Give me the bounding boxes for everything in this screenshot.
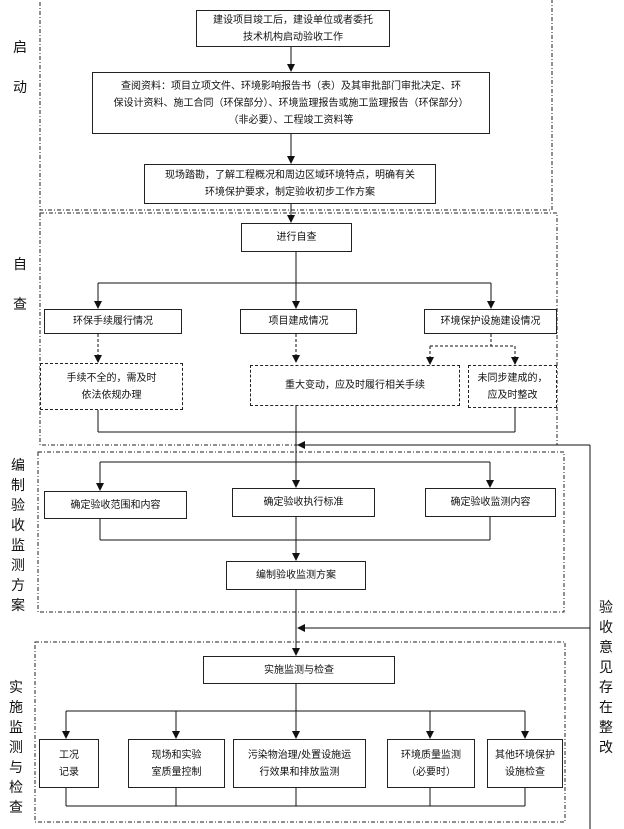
- node-incomplete-procedures: 手续不全的，需及时 依法依规办理: [40, 363, 183, 410]
- node-working-record: 工况 记录: [39, 739, 99, 788]
- stage-frame-implement: [34, 641, 566, 823]
- stage-label-implement: 实 施 监 测 与 检 查: [9, 680, 23, 816]
- node-pollution-monitoring: 污染物治理/处置设施运 行效果和排放监测: [233, 739, 366, 788]
- node-implement-monitoring: 实施监测与检查: [203, 656, 395, 684]
- stage-frame-start: [39, 0, 553, 211]
- node-other-facility-check: 其他环境保护 设施检查: [487, 739, 563, 788]
- stage-frame-self-check: [39, 212, 558, 446]
- node-env-procedures: 环保手续履行情况: [44, 309, 182, 334]
- node-compile-plan: 编制验收监测方案: [226, 561, 366, 590]
- node-determine-standards: 确定验收执行标准: [232, 488, 375, 517]
- node-self-check: 进行自查: [241, 223, 352, 252]
- node-project-completion: 项目建成情况: [240, 309, 357, 334]
- node-env-facility-construction: 环境保护设施建设情况: [424, 309, 557, 334]
- node-major-change: 重大变动，应及时履行相关手续: [250, 365, 460, 406]
- node-review-documents: 查阅资料：项目立项文件、环境影响报告书（表）及其审批部门审批决定、环 保设计资料…: [92, 72, 490, 134]
- node-not-synchronized: 未同步建成的， 应及时整改: [468, 365, 557, 408]
- node-start-acceptance: 建设项目竣工后，建设单位或者委托 技术机构启动验收工作: [196, 10, 390, 47]
- node-quality-control: 现场和实验 室质量控制: [128, 739, 225, 788]
- feedback-label: 验 收 意 见 存 在 整 改: [599, 600, 613, 756]
- node-determine-scope: 确定验收范围和内容: [44, 491, 187, 519]
- stage-frame-plan: [37, 451, 565, 613]
- node-env-quality-monitoring: 环境质量监测 （必要时）: [387, 739, 475, 788]
- stage-label-self-check: 自 查: [13, 257, 27, 313]
- stage-label-plan: 编 制 验 收 监 测 方 案: [11, 458, 25, 614]
- node-determine-monitoring-content: 确定验收监测内容: [425, 488, 556, 517]
- stage-label-start: 启 动: [13, 40, 27, 96]
- node-site-survey: 现场踏勘，了解工程概况和周边区域环境特点，明确有关 环境保护要求，制定验收初步工…: [144, 164, 436, 204]
